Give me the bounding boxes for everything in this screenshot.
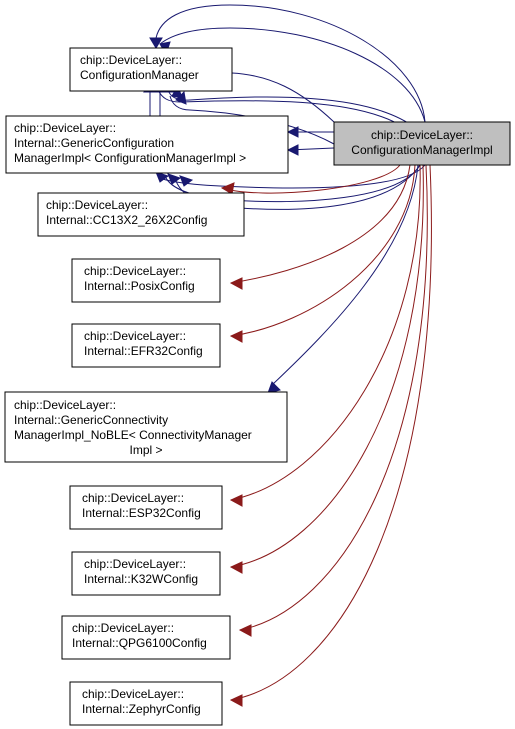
node-configuration-manager-impl[interactable]: chip::DeviceLayer:: ConfigurationManager… [333, 121, 511, 166]
node-line: Internal::GenericConfiguration [14, 136, 174, 150]
node-line: Internal::CC13X2_26X2Config [46, 213, 207, 227]
node-generic-configuration-manager-impl[interactable]: chip::DeviceLayer:: Internal::GenericCon… [5, 115, 289, 174]
arrowhead-cm-1 [149, 37, 163, 49]
node-line: Internal::ESP32Config [82, 506, 201, 520]
arrowhead-generic-connectivity [267, 381, 281, 394]
edge-inherit-generic-config-3 [164, 164, 421, 203]
arrowhead-cc13x2 [220, 182, 235, 195]
node-line: ManagerImpl_NoBLE< ConnectivityManager [14, 428, 252, 442]
edge-use-posix [230, 164, 411, 284]
edge-use-k32w [230, 164, 424, 568]
node-posix-config[interactable]: chip::DeviceLayer:: Internal::PosixConfi… [71, 258, 221, 303]
edge-inherit-generic-connectivity [271, 164, 419, 386]
arrowhead-gc-2 [286, 144, 299, 156]
edge-use-cc13x2 [221, 164, 401, 194]
arrowhead-gc-1 [286, 126, 299, 138]
arrowhead-cm-8 [175, 90, 187, 105]
node-line: ConfigurationManager [80, 68, 199, 82]
node-line: chip::DeviceLayer:: [46, 198, 148, 212]
node-line: chip::DeviceLayer:: [82, 491, 184, 505]
node-line: Internal::GenericConnectivity [14, 413, 168, 427]
edges [149, 4, 441, 701]
edge-use-efr32 [230, 164, 416, 337]
node-line: chip::DeviceLayer:: [72, 621, 174, 635]
node-qpg6100-config[interactable]: chip::DeviceLayer:: Internal::QPG6100Con… [61, 615, 231, 660]
node-cc13x2-26x2-config[interactable]: chip::DeviceLayer:: Internal::CC13X2_26X… [37, 192, 245, 237]
edge-inherit-configuration-manager-6 [169, 95, 335, 145]
node-k32w-config[interactable]: chip::DeviceLayer:: Internal::K32WConfig [71, 551, 221, 596]
node-line: chip::DeviceLayer:: [371, 128, 473, 142]
node-line: chip::DeviceLayer:: [84, 329, 186, 343]
edge-inherit-configuration-manager-3 [231, 72, 335, 123]
node-configuration-manager[interactable]: chip::DeviceLayer:: ConfigurationManager [69, 47, 233, 92]
node-generic-connectivity-manager-impl-noble[interactable]: chip::DeviceLayer:: Internal::GenericCon… [4, 391, 288, 463]
edge-inherit-configuration-manager-2 [159, 27, 426, 123]
arrowhead-gc-3 [155, 171, 170, 183]
node-line: Internal::EFR32Config [84, 344, 203, 358]
edge-inherit-generic-config-4 [157, 164, 426, 189]
node-line: ManagerImpl< ConfigurationManagerImpl > [14, 151, 246, 165]
node-line: Internal::K32WConfig [84, 572, 198, 586]
arrowhead-gc-5 [179, 175, 194, 187]
node-line: chip::DeviceLayer:: [80, 53, 182, 67]
arrowhead-gc-4 [167, 173, 182, 185]
node-line: Internal::PosixConfig [84, 279, 195, 293]
node-line: ConfigurationManagerImpl [351, 143, 492, 157]
nodes: chip::DeviceLayer:: ConfigurationManager… [4, 47, 511, 726]
edge-use-esp32 [230, 164, 421, 501]
edge-use-qpg6100 [239, 164, 428, 631]
node-efr32-config[interactable]: chip::DeviceLayer:: Internal::EFR32Confi… [71, 323, 221, 368]
edge-use-zephyr [230, 164, 432, 701]
arrowhead-posix [229, 277, 243, 290]
arrowhead-zephyr [229, 694, 243, 707]
node-line: chip::DeviceLayer:: [14, 121, 116, 135]
arrowhead-efr32 [229, 330, 243, 343]
arrowhead-k32w [229, 561, 243, 574]
node-line: chip::DeviceLayer:: [84, 557, 186, 571]
node-line: chip::DeviceLayer:: [84, 264, 186, 278]
edge-inherit-configuration-manager-1 [155, 4, 426, 123]
node-line: Internal::ZephyrConfig [82, 702, 201, 716]
arrowhead-esp32 [229, 494, 243, 507]
arrowhead-qpg6100 [238, 624, 252, 637]
node-line: chip::DeviceLayer:: [14, 398, 116, 412]
node-line: Impl > [129, 443, 162, 457]
node-zephyr-config[interactable]: chip::DeviceLayer:: Internal::ZephyrConf… [69, 681, 223, 726]
node-line: Internal::QPG6100Config [72, 636, 207, 650]
node-line: chip::DeviceLayer:: [82, 687, 184, 701]
node-esp32-config[interactable]: chip::DeviceLayer:: Internal::ESP32Confi… [69, 485, 223, 530]
